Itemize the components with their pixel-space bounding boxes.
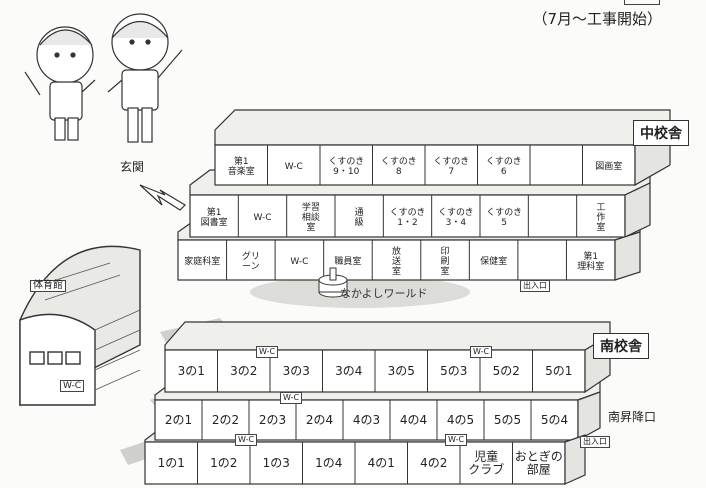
gym-label: 体育館 <box>30 280 66 292</box>
south-r2-room-6: 4の5 <box>447 413 474 427</box>
south-r1-room-3: 1の4 <box>315 456 342 470</box>
south-wc-tag: W-C <box>470 346 493 358</box>
south-r1-room-5: 4の2 <box>420 456 447 470</box>
south-r2-room-4: 4の3 <box>353 413 380 427</box>
south-r3-room-5: 5の3 <box>440 364 467 378</box>
naka-exit-tag: 出入口 <box>520 280 550 292</box>
naka-r1-room-6: 保健室 <box>480 255 507 267</box>
naka-r3-room-7: 図画室 <box>595 160 622 172</box>
children-illustration <box>24 13 183 143</box>
entrance-arrow-icon <box>139 184 186 211</box>
naka-r1-room-0: 家庭科室 <box>184 255 220 267</box>
construction-note: （7月～工事開始） <box>532 10 662 28</box>
naka-r3-room-1: W-C <box>285 162 303 172</box>
south-room-labels: 3の1 3の2 3の3 3の4 3の5 5の3 5の2 5の1 2の1 2の2 2の3 2の4 4の3 4… <box>158 364 573 477</box>
naka-r2-room-8: 工作室 <box>596 203 605 233</box>
south-wc-tag: W-C <box>235 434 258 446</box>
south-wc-tag: W-C <box>256 346 279 358</box>
south-wc-tag: W-C <box>280 392 303 404</box>
south-r3-room-3: 3の4 <box>335 364 362 378</box>
naka-r2-room-1: W-C <box>253 213 271 223</box>
nakayoshi-world-label: なかよしワールド <box>340 287 428 300</box>
south-r3-room-1: 3の2 <box>230 364 257 378</box>
south-r3-room-2: 3の3 <box>283 364 310 378</box>
naka-room-dividers <box>226 145 583 280</box>
south-r1-room-7: おとぎの部屋 <box>515 450 563 477</box>
header-bracket <box>624 0 660 5</box>
naka-r1-room-3: 職員室 <box>334 255 361 267</box>
south-r2-room-3: 2の4 <box>306 413 333 427</box>
fountain-icon <box>318 267 348 298</box>
south-r3-room-4: 3の5 <box>388 364 415 378</box>
south-r2-room-0: 2の1 <box>165 413 192 427</box>
naka-r1-room-5: 印刷室 <box>441 245 450 277</box>
south-r1-room-2: 1の3 <box>263 456 290 470</box>
south-building-title: 南校舎 <box>593 333 649 359</box>
naka-building <box>177 109 671 281</box>
south-room-dividers <box>197 350 533 484</box>
south-wc-tag: W-C <box>445 434 468 446</box>
south-r2-room-7: 5の5 <box>494 413 521 427</box>
south-exit-tag: 出入口 <box>580 436 610 448</box>
south-r3-room-0: 3の1 <box>178 364 205 378</box>
south-r1-room-6: 児童クラブ <box>468 449 504 477</box>
south-entrance-label: 南昇降口 <box>608 410 657 424</box>
south-r2-room-2: 2の3 <box>259 413 286 427</box>
naka-r2-room-3: 通級 <box>355 207 364 228</box>
naka-r2-room-2: 学習相談室 <box>302 201 320 233</box>
gym-wc-tag: W-C <box>60 380 85 392</box>
south-r1-room-1: 1の2 <box>210 456 237 470</box>
south-r3-room-7: 5の1 <box>545 364 572 378</box>
south-r3-room-6: 5の2 <box>493 364 520 378</box>
south-r2-room-5: 4の4 <box>400 413 427 427</box>
naka-r1-room-2: W-C <box>290 257 308 267</box>
naka-building-title: 中校舎 <box>633 120 689 146</box>
south-r1-room-0: 1の1 <box>158 456 185 470</box>
south-r2-room-8: 5の4 <box>541 413 568 427</box>
entrance-label: 玄関 <box>120 160 145 174</box>
naka-r1-room-4: 放送室 <box>392 245 401 277</box>
south-r2-room-1: 2の2 <box>212 413 239 427</box>
south-r1-room-4: 4の1 <box>368 456 395 470</box>
naka-r1-room-1: グリーン <box>242 250 260 272</box>
